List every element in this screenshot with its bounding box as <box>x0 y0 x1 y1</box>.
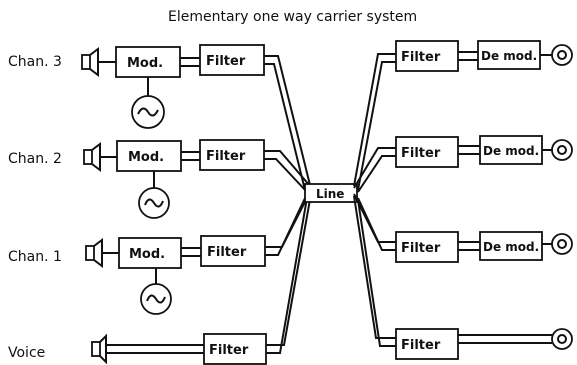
right-bus-lines <box>353 53 396 347</box>
channel-label-3: Chan. 3 <box>8 54 62 70</box>
filter-label-left-3: Filter <box>206 54 246 69</box>
filter-box-right-voice <box>395 328 459 360</box>
demod-label-2: De mod. <box>483 144 539 158</box>
transmitter-icon-3 <box>81 47 99 77</box>
right-channel-1: Filter De mod. <box>395 231 573 263</box>
demod-box-1 <box>479 231 543 261</box>
filter-label-right-voice: Filter <box>401 338 441 353</box>
receiver-icon-voice <box>551 328 573 350</box>
filter-box-left-voice <box>203 333 267 365</box>
diagram-title: Elementary one way carrier system <box>168 9 417 25</box>
mod-label-3: Mod. <box>127 56 163 71</box>
right-voice: Filter <box>395 328 573 360</box>
left-channel-1: Chan. 1 Mod. Filter <box>8 235 266 315</box>
filter-box-left-3 <box>199 44 265 76</box>
receiver-icon-1 <box>551 233 573 255</box>
mod-label-1: Mod. <box>129 247 165 262</box>
voice-label: Voice <box>8 345 45 361</box>
left-channel-3: Chan. 3 Mod. Filter <box>8 44 265 129</box>
mod-box-1 <box>118 237 182 269</box>
filter-label-right-3: Filter <box>401 50 441 65</box>
left-channel-2: Chan. 2 Mod. Filter <box>8 139 265 219</box>
filter-label-left-2: Filter <box>206 149 246 164</box>
mod-box-2 <box>116 140 182 172</box>
receiver-icon-2 <box>551 139 573 161</box>
filter-label-right-1: Filter <box>401 241 441 256</box>
voice-transmitter-icon <box>91 333 107 365</box>
left-bus-lines <box>264 55 312 354</box>
demod-box-3 <box>477 40 541 70</box>
line-label: Line <box>316 187 344 201</box>
channel-label-2: Chan. 2 <box>8 151 62 167</box>
filter-box-right-3 <box>395 40 459 72</box>
right-channel-2: Filter De mod. <box>395 135 573 168</box>
line-box <box>304 183 358 203</box>
channel-label-1: Chan. 1 <box>8 249 62 265</box>
filter-box-left-2 <box>199 139 265 171</box>
demod-label-1: De mod. <box>483 240 539 254</box>
filter-label-right-2: Filter <box>401 146 441 161</box>
filter-box-right-2 <box>395 136 459 168</box>
filter-label-left-1: Filter <box>207 245 247 260</box>
right-channel-3: Filter De mod. <box>395 40 573 72</box>
filter-label-left-voice: Filter <box>209 343 249 358</box>
left-voice: Voice Filter <box>8 333 267 365</box>
filter-box-right-1 <box>395 231 459 263</box>
transmitter-icon-2 <box>83 142 101 172</box>
mod-label-2: Mod. <box>128 150 164 165</box>
receiver-icon-3 <box>551 44 573 66</box>
demod-label-3: De mod. <box>481 49 537 63</box>
filter-box-left-1 <box>200 235 266 267</box>
transmitter-icon-1 <box>85 238 103 268</box>
